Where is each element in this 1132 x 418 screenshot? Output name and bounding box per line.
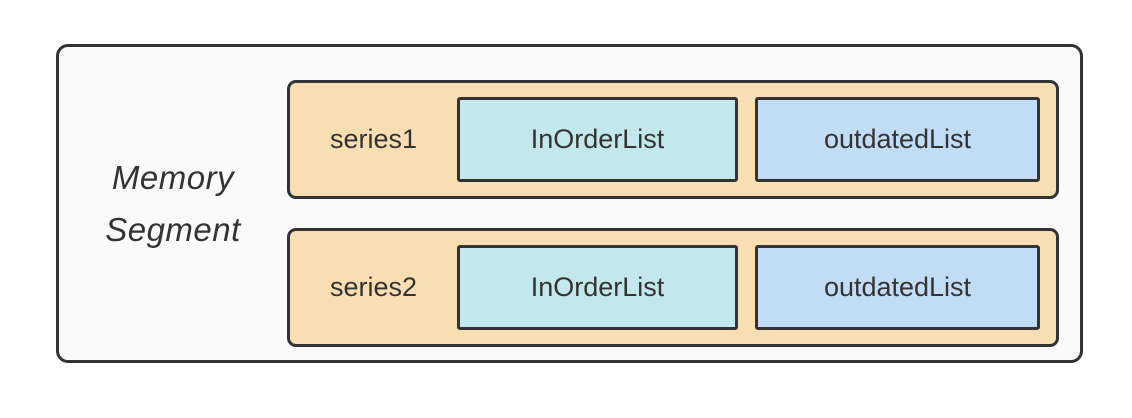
series1-label: series1: [329, 124, 418, 154]
memory-segment-container: Memory Segment series1 InOrderList outda…: [56, 44, 1083, 363]
memory-segment-label: Memory Segment: [105, 159, 241, 248]
series1-row: series1 InOrderList outdatedList: [287, 80, 1059, 199]
memory-segment-label-area: Memory Segment: [59, 47, 287, 360]
series2-outdatedlist-box: outdatedList: [755, 245, 1040, 330]
series2-inorderlist-box: InOrderList: [457, 245, 738, 330]
series1-inorderlist-box: InOrderList: [457, 97, 738, 182]
series2-row: series2 InOrderList outdatedList: [287, 228, 1059, 347]
series2-label: series2: [329, 272, 418, 302]
series1-outdatedlist-box: outdatedList: [755, 97, 1040, 182]
